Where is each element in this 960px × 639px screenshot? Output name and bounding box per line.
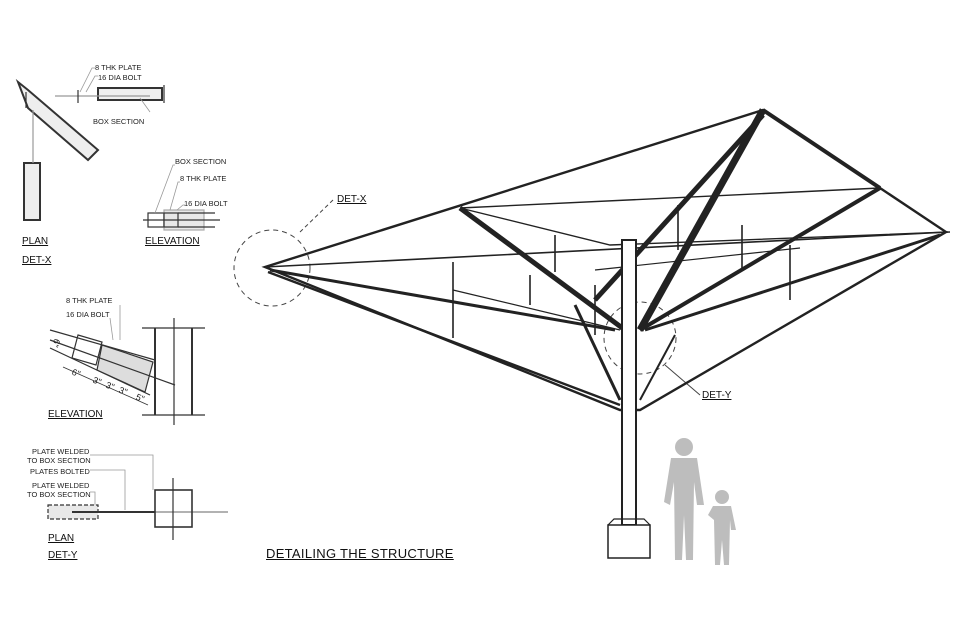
- det-y-detail-name: DET-Y: [48, 550, 78, 561]
- det-x-plan-label-plate: 8 THK PLATE: [95, 63, 142, 72]
- det-y-plan-label-welded-1b: TO BOX SECTION: [27, 456, 91, 465]
- det-y-elev-label-plate: 8 THK PLATE: [66, 296, 113, 305]
- det-x-elev-label-bolt: 16 DIA BOLT: [184, 199, 228, 208]
- det-x-plan-title: PLAN: [22, 236, 49, 247]
- det-y-plan-label-welded-2b: TO BOX SECTION: [27, 490, 91, 499]
- umbrella-structure: [261, 108, 951, 559]
- det-y-plan-label-welded-1a: PLATE WELDED: [32, 447, 90, 456]
- det-x-elevation-drawing: [143, 164, 220, 231]
- det-y-elevation-drawing: [49, 305, 205, 425]
- det-x-elevation-title: ELEVATION: [145, 236, 200, 247]
- det-y-plan-label-welded-2a: PLATE WELDED: [32, 481, 90, 490]
- det-y-elevation-title: ELEVATION: [48, 409, 103, 420]
- det-x-callout-label: DET-X: [337, 194, 367, 205]
- det-y-callout-label: DET-Y: [702, 390, 732, 401]
- det-y-callout-circle: [603, 301, 677, 375]
- adult-silhouette: [664, 438, 704, 560]
- det-y-plan-title: PLAN: [48, 533, 75, 544]
- drawing-title: DETAILING THE STRUCTURE: [266, 546, 454, 561]
- det-x-elev-label-plate: 8 THK PLATE: [180, 174, 227, 183]
- det-y-plan-label-bolted: PLATES BOLTED: [30, 467, 90, 476]
- det-x-plan-label-bolt: 16 DIA BOLT: [98, 73, 142, 82]
- det-x-elev-label-box: BOX SECTION: [175, 157, 227, 166]
- det-y-elev-label-bolt: 16 DIA BOLT: [66, 310, 110, 319]
- det-x-plan-label-box: BOX SECTION: [93, 117, 145, 126]
- people-silhouettes: [664, 438, 736, 565]
- det-x-plan-drawing: [15, 67, 165, 221]
- child-silhouette: [708, 490, 736, 565]
- det-y-plan-drawing: [47, 454, 228, 540]
- det-x-callout-circle: [233, 229, 311, 307]
- det-x-detail-name: DET-X: [22, 255, 52, 266]
